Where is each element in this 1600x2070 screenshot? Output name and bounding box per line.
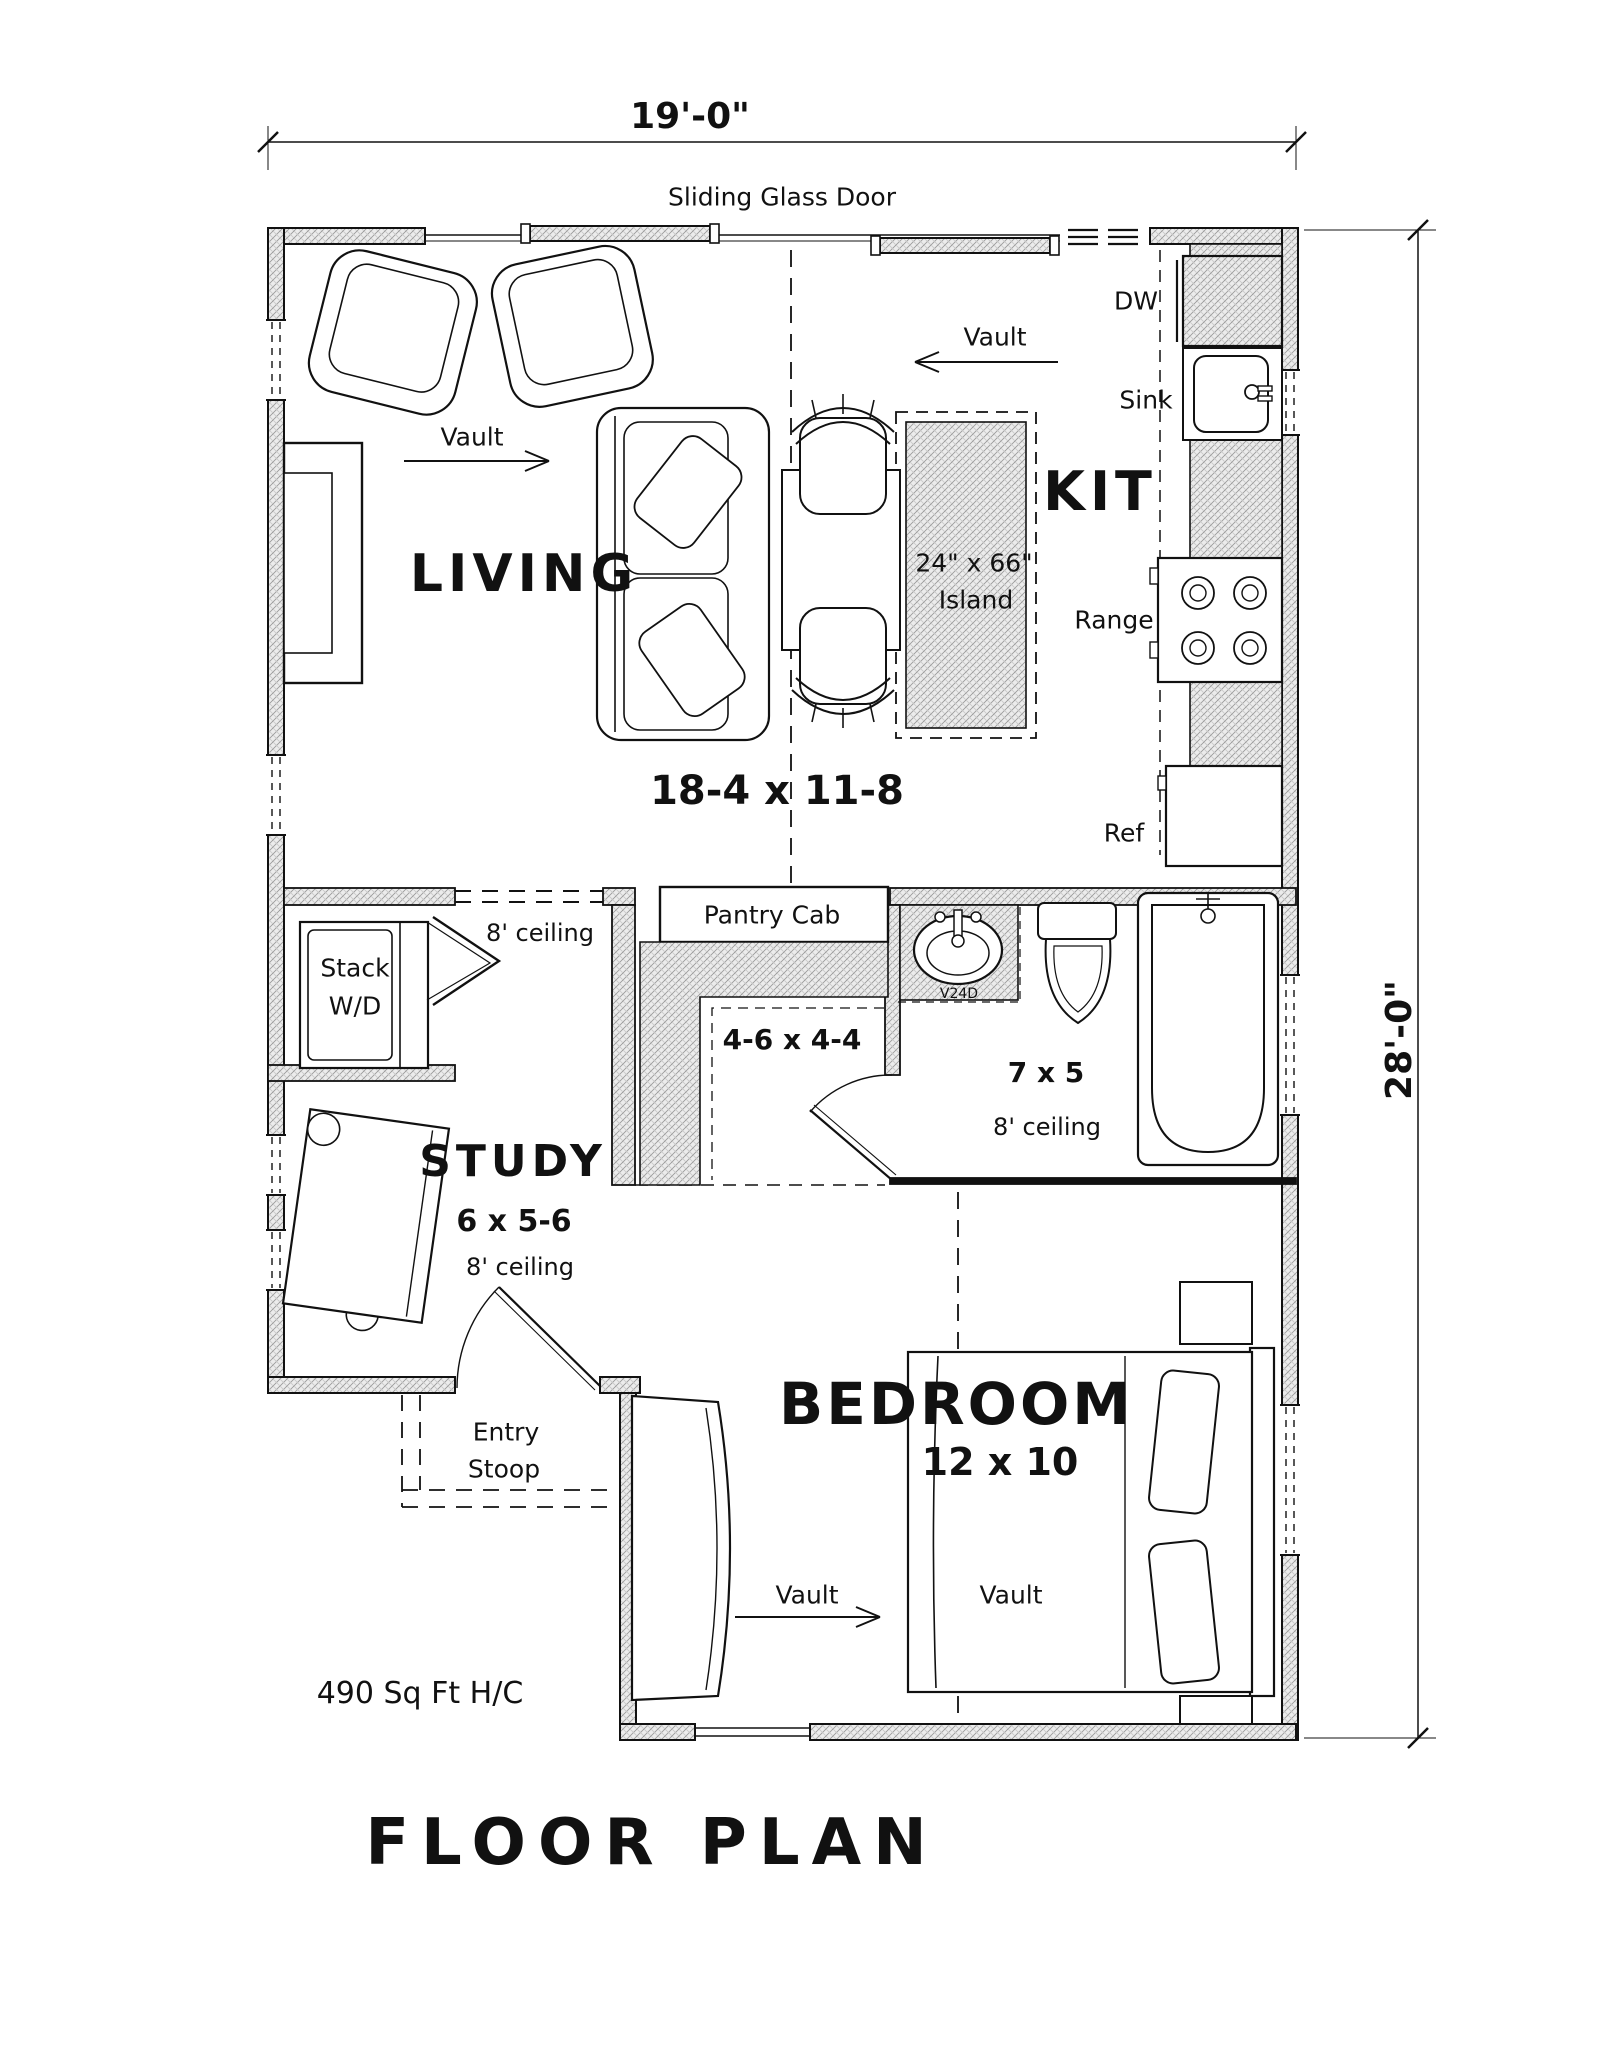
dishwasher-icon [1175,254,1284,348]
refrigerator-label: Ref [1103,818,1145,848]
study-dims-label: 6 x 5-6 [456,1204,572,1239]
dishwasher-label: DW [1114,286,1158,316]
laundry-ceiling-label: 8' ceiling [486,919,594,947]
range-icon [1149,556,1284,684]
bedroom-dims-label: 12 x 10 [921,1440,1079,1484]
pantry-cabinet [639,885,890,1186]
kitchen-vault-label: Vault [963,322,1027,352]
entry-door-swing [456,1286,601,1391]
living-room-label: LIVING [409,544,639,604]
sink-label: Sink [1119,385,1173,415]
pantry-cab-label: Pantry Cab [703,900,841,930]
dresser-icon [630,1394,732,1702]
vault-arrow-living [404,450,550,472]
transom-window-icon [1068,228,1138,246]
bedroom-vault-left-label: Vault [775,1580,839,1610]
bed-icon [906,1346,1276,1698]
sliding-glass-door-label: Sliding Glass Door [668,182,896,212]
page-title: FLOOR PLAN [365,1806,939,1880]
toilet-icon [1037,902,1117,1025]
bedroom-vault-right-label: Vault [979,1580,1043,1610]
island-label: Island [938,585,1014,615]
window-markers [266,319,1300,1740]
width-dimension-line [257,126,1307,170]
vault-arrow-bedroom-left [735,1606,881,1628]
desk-icon [281,1107,451,1332]
entry-stoop-outline [401,1395,618,1508]
fireplace-icon [282,441,364,685]
armchair-icon [490,244,654,408]
nightstand-icon [1179,1281,1253,1725]
range-label: Range [1074,605,1154,635]
living-vault-label: Vault [440,422,504,452]
laundry-label-line2: W/D [328,991,382,1021]
study-label: STUDY [419,1136,607,1187]
entry-label-line1: Entry [472,1417,540,1447]
height-dimension-line [1304,219,1436,1749]
area-note-label: 490 Sq Ft H/C [316,1676,524,1711]
sliding-door [425,223,1138,256]
bedroom-label: BEDROOM [779,1370,1133,1438]
bathtub-icon [1136,891,1280,1167]
dining-chair-icon [791,607,895,728]
cased-opening [455,890,603,903]
dining-chair-icon [791,394,895,515]
armchair-icon [307,249,478,416]
kitchen-island [895,411,1037,739]
pantry-dims-label: 4-6 x 4-4 [722,1023,862,1056]
bath-door-swing [809,1074,897,1181]
kitchen-sink-icon [1182,347,1283,441]
laundry-label-line1: Stack [320,953,390,983]
island-size-label: 24" x 66" [915,548,1033,578]
study-ceiling-label: 8' ceiling [466,1253,574,1281]
kitchen-label: KIT [1043,460,1157,523]
vanity-label: V24D [939,986,979,1002]
entry-label-line2: Stoop [467,1454,541,1484]
vault-arrow-kitchen [914,351,1058,373]
sofa-icon [595,406,771,742]
height-dimension-label: 28'-0" [1379,980,1420,1100]
bath-dims-label: 7 x 5 [1007,1056,1085,1089]
living-dims-label: 18-4 x 11-8 [650,768,904,814]
width-dimension-label: 19'-0" [630,96,750,137]
bath-ceiling-label: 8' ceiling [993,1113,1101,1141]
refrigerator-icon [1157,764,1284,868]
washer-dryer-icon [298,920,430,1070]
bifold-door-icon [426,916,502,1006]
bath-vanity-icon [898,904,1021,1003]
